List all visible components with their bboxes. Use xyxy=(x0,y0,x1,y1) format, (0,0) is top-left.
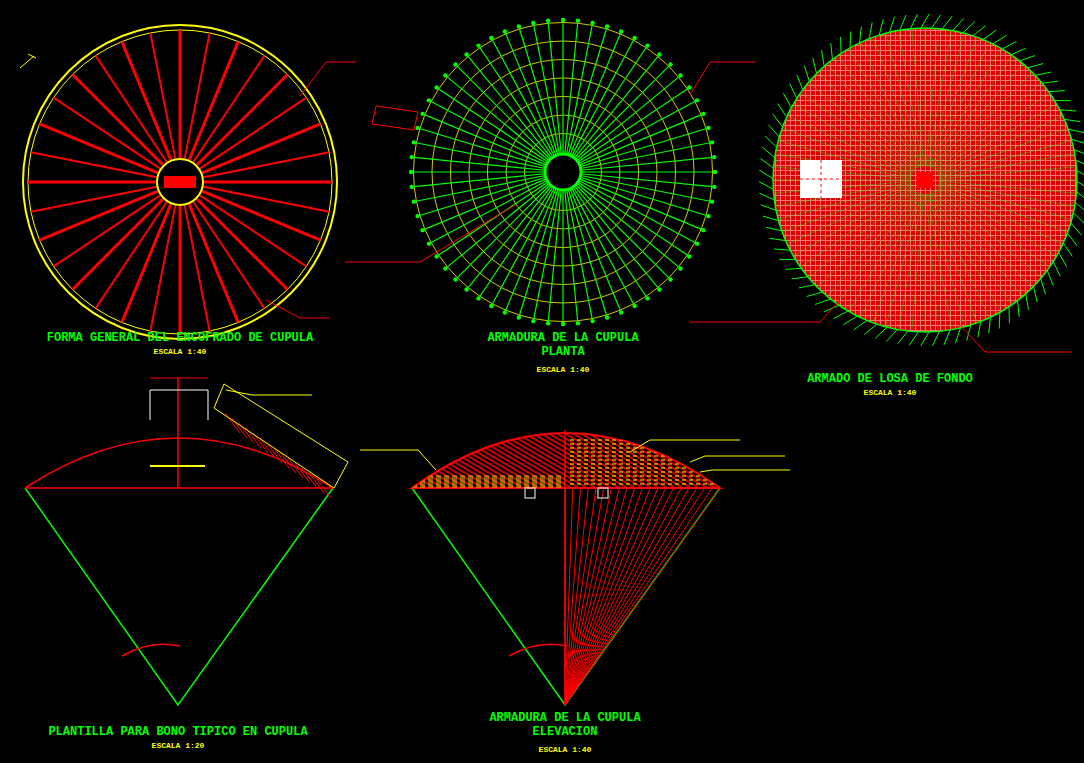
scale-note: ESCALA 1:40 xyxy=(515,745,615,754)
view-title: PLANTILLA PARA BONO TIPICO EN CUPULA xyxy=(13,726,343,740)
view-title: ARMADURA DE LA CUPULA PLANTA xyxy=(478,332,648,360)
scale-note: ESCALA 1:40 xyxy=(130,347,230,356)
view-title: FORMA GENERAL DEL ENCOFRADO DE CUPULA xyxy=(15,332,345,346)
segment-template xyxy=(25,378,348,705)
dome-rebar-elevation xyxy=(360,430,790,705)
dome-rebar-plan xyxy=(345,18,755,326)
scale-note: ESCALA 1:40 xyxy=(513,365,613,374)
view-title: ARMADO DE LOSA DE FONDO xyxy=(760,373,1020,387)
scale-note: ESCALA 1:20 xyxy=(128,741,228,750)
bottom-slab-rebar xyxy=(690,14,1084,352)
view-title: ARMADURA DE LA CUPULA ELEVACION xyxy=(480,712,650,740)
formwork-plan xyxy=(20,25,356,339)
scale-note: ESCALA 1:40 xyxy=(840,388,940,397)
